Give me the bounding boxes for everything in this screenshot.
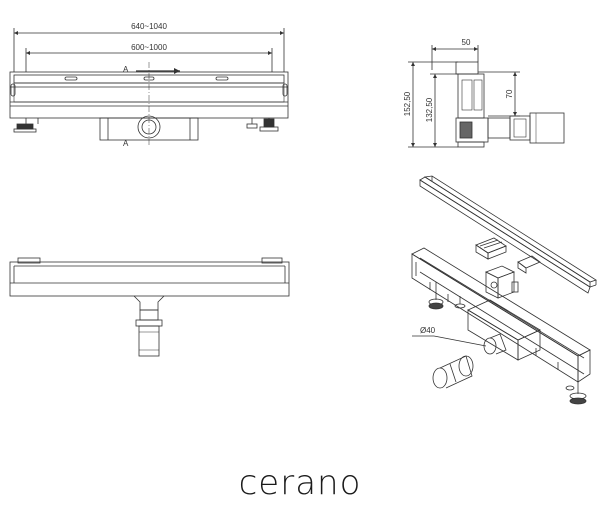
- width-label: 50: [462, 38, 471, 47]
- iso-leveling-feet: [428, 282, 587, 405]
- outlet-box-front: [99, 115, 199, 141]
- overall-length-dimension: 640~1040: [13, 22, 285, 72]
- inner-length-label: 600~1000: [131, 43, 167, 52]
- exploded-isometric-view: Ø40: [411, 175, 597, 405]
- cover-profile: [419, 175, 597, 294]
- trap-body: [485, 265, 519, 299]
- top-view: 640~1040 600~1000: [9, 22, 289, 148]
- channel-section: [455, 61, 565, 148]
- overall-length-label: 640~1040: [131, 22, 167, 31]
- inner-length-dimension: 600~1000: [25, 43, 273, 72]
- drain-channel-front: A A: [9, 62, 289, 148]
- brand-logo: cerano: [238, 463, 362, 503]
- outlet-pipe-side: [133, 295, 165, 357]
- section-mark-top: A: [123, 65, 129, 74]
- width-dimension: 50: [431, 38, 479, 70]
- section-view: [9, 257, 290, 357]
- total-height-label: 152,50: [403, 91, 412, 116]
- outlet-height-label: 70: [505, 89, 514, 98]
- strainer-cage: [475, 237, 541, 274]
- inner-height-label: 132,50: [425, 97, 434, 122]
- section-mark-bottom: A: [123, 139, 129, 148]
- leveling-feet: [13, 118, 279, 133]
- drain-channel-body: [411, 247, 591, 383]
- total-height-dimension: 152,50: [403, 61, 458, 148]
- side-view: 50 152,50 132,50 70: [403, 38, 565, 148]
- inner-height-dimension: 132,50: [425, 73, 458, 147]
- outlet-pipe-iso: [432, 333, 507, 389]
- diameter-callout: Ø40: [412, 326, 487, 347]
- outlet-diameter-label: Ø40: [420, 326, 436, 335]
